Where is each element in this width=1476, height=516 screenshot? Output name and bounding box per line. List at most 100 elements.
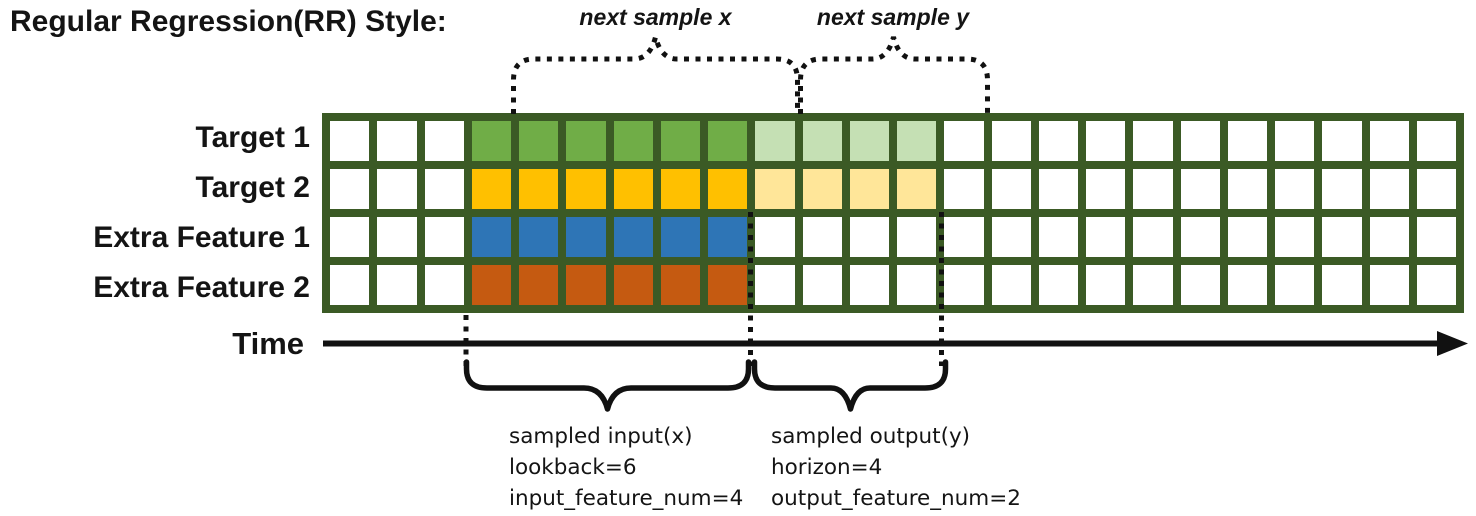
grid-cell [1180, 265, 1220, 305]
grid-cell [566, 217, 606, 257]
grid-cell [849, 265, 889, 305]
next-sample-y-label: next sample y [816, 4, 970, 30]
grid-cell [897, 265, 937, 305]
grid-cell [1322, 265, 1362, 305]
grid-cell [1133, 217, 1173, 257]
grid-cell [991, 265, 1031, 305]
grid-cell [1227, 265, 1267, 305]
grid-cell [1322, 121, 1362, 161]
grid-cell [471, 121, 511, 161]
grid-cell [944, 265, 984, 305]
grid-cell [566, 169, 606, 209]
grid-cell [377, 121, 417, 161]
grid-cell [944, 121, 984, 161]
row-label-target-2: Target 2 [195, 171, 310, 204]
sampled-input-brace [463, 359, 752, 412]
grid-cell [708, 121, 748, 161]
grid-cell [755, 169, 795, 209]
grid-cell [1086, 121, 1126, 161]
grid-cell [944, 169, 984, 209]
row-label-extra-feature-2: Extra Feature 2 [93, 271, 310, 304]
grid-cell [471, 217, 511, 257]
output-feature-num-value: output_feature_num=2 [771, 486, 1021, 511]
sample-grid [322, 113, 1464, 313]
time-axis-label: Time [232, 326, 304, 361]
grid-cell [1038, 169, 1078, 209]
grid-cell [660, 169, 700, 209]
grid-cell [802, 169, 842, 209]
sampled-input-note: sampled input(x) lookback=6 input_featur… [509, 421, 743, 514]
grid-cell [1086, 169, 1126, 209]
grid-cell [330, 265, 370, 305]
grid-cell [1133, 121, 1173, 161]
grid-cell [1369, 217, 1409, 257]
grid-cell [849, 121, 889, 161]
grid-cell [424, 121, 464, 161]
sampled-output-title: sampled output(y) [771, 424, 971, 449]
grid-cell [1038, 265, 1078, 305]
grid-cell [849, 217, 889, 257]
grid-cell [1227, 169, 1267, 209]
grid-cell [1180, 121, 1220, 161]
grid-cell [755, 265, 795, 305]
next-sample-x-label: next sample x [579, 4, 732, 30]
grid-cell [1322, 217, 1362, 257]
grid-cell [519, 217, 559, 257]
grid-cell [991, 169, 1031, 209]
next-sample-y-brace [798, 36, 990, 114]
grid-cell [1275, 169, 1315, 209]
grid-cell [613, 169, 653, 209]
grid-cell [708, 169, 748, 209]
grid-cell [991, 121, 1031, 161]
grid-cell [1180, 217, 1220, 257]
grid-cell [802, 121, 842, 161]
grid-cell [424, 265, 464, 305]
grid-cell [755, 217, 795, 257]
grid-cell [1369, 169, 1409, 209]
next-sample-x-brace [511, 36, 800, 114]
grid-cell [802, 265, 842, 305]
grid-cell [897, 169, 937, 209]
grid-cell [1416, 217, 1456, 257]
input-feature-num-value: input_feature_num=4 [509, 486, 744, 511]
grid-cell [613, 217, 653, 257]
grid-cell [330, 121, 370, 161]
grid-cell [897, 121, 937, 161]
sampled-output-brace [751, 359, 949, 412]
grid-cell [1322, 169, 1362, 209]
grid-cell [1227, 217, 1267, 257]
grid-cell [1133, 169, 1173, 209]
grid-cell [330, 169, 370, 209]
grid-cell [660, 265, 700, 305]
grid-cell [897, 217, 937, 257]
grid-cell [1416, 121, 1456, 161]
grid-cell [660, 121, 700, 161]
grid-cell [1227, 121, 1267, 161]
grid-cell [519, 121, 559, 161]
grid-cell [566, 265, 606, 305]
row-label-target-1: Target 1 [195, 121, 310, 154]
grid-cell [1275, 217, 1315, 257]
grid-cell [1086, 217, 1126, 257]
grid-cell [1180, 169, 1220, 209]
grid-cell [424, 169, 464, 209]
lookback-value: lookback=6 [509, 455, 637, 480]
grid-cell [1038, 121, 1078, 161]
sampled-input-title: sampled input(x) [509, 424, 693, 449]
grid-cell [708, 217, 748, 257]
grid-cell [471, 265, 511, 305]
grid-cell [613, 265, 653, 305]
grid-cell [1416, 265, 1456, 305]
grid-cell [1416, 169, 1456, 209]
sampled-output-note: sampled output(y) horizon=4 output_featu… [771, 421, 1021, 514]
grid-cell [991, 217, 1031, 257]
grid-cell [377, 169, 417, 209]
grid-cell [330, 217, 370, 257]
grid-cell [471, 169, 511, 209]
grid-cell [849, 169, 889, 209]
grid-cell [1086, 265, 1126, 305]
grid-cell [944, 217, 984, 257]
grid-cell [1275, 121, 1315, 161]
grid-cell [566, 121, 606, 161]
